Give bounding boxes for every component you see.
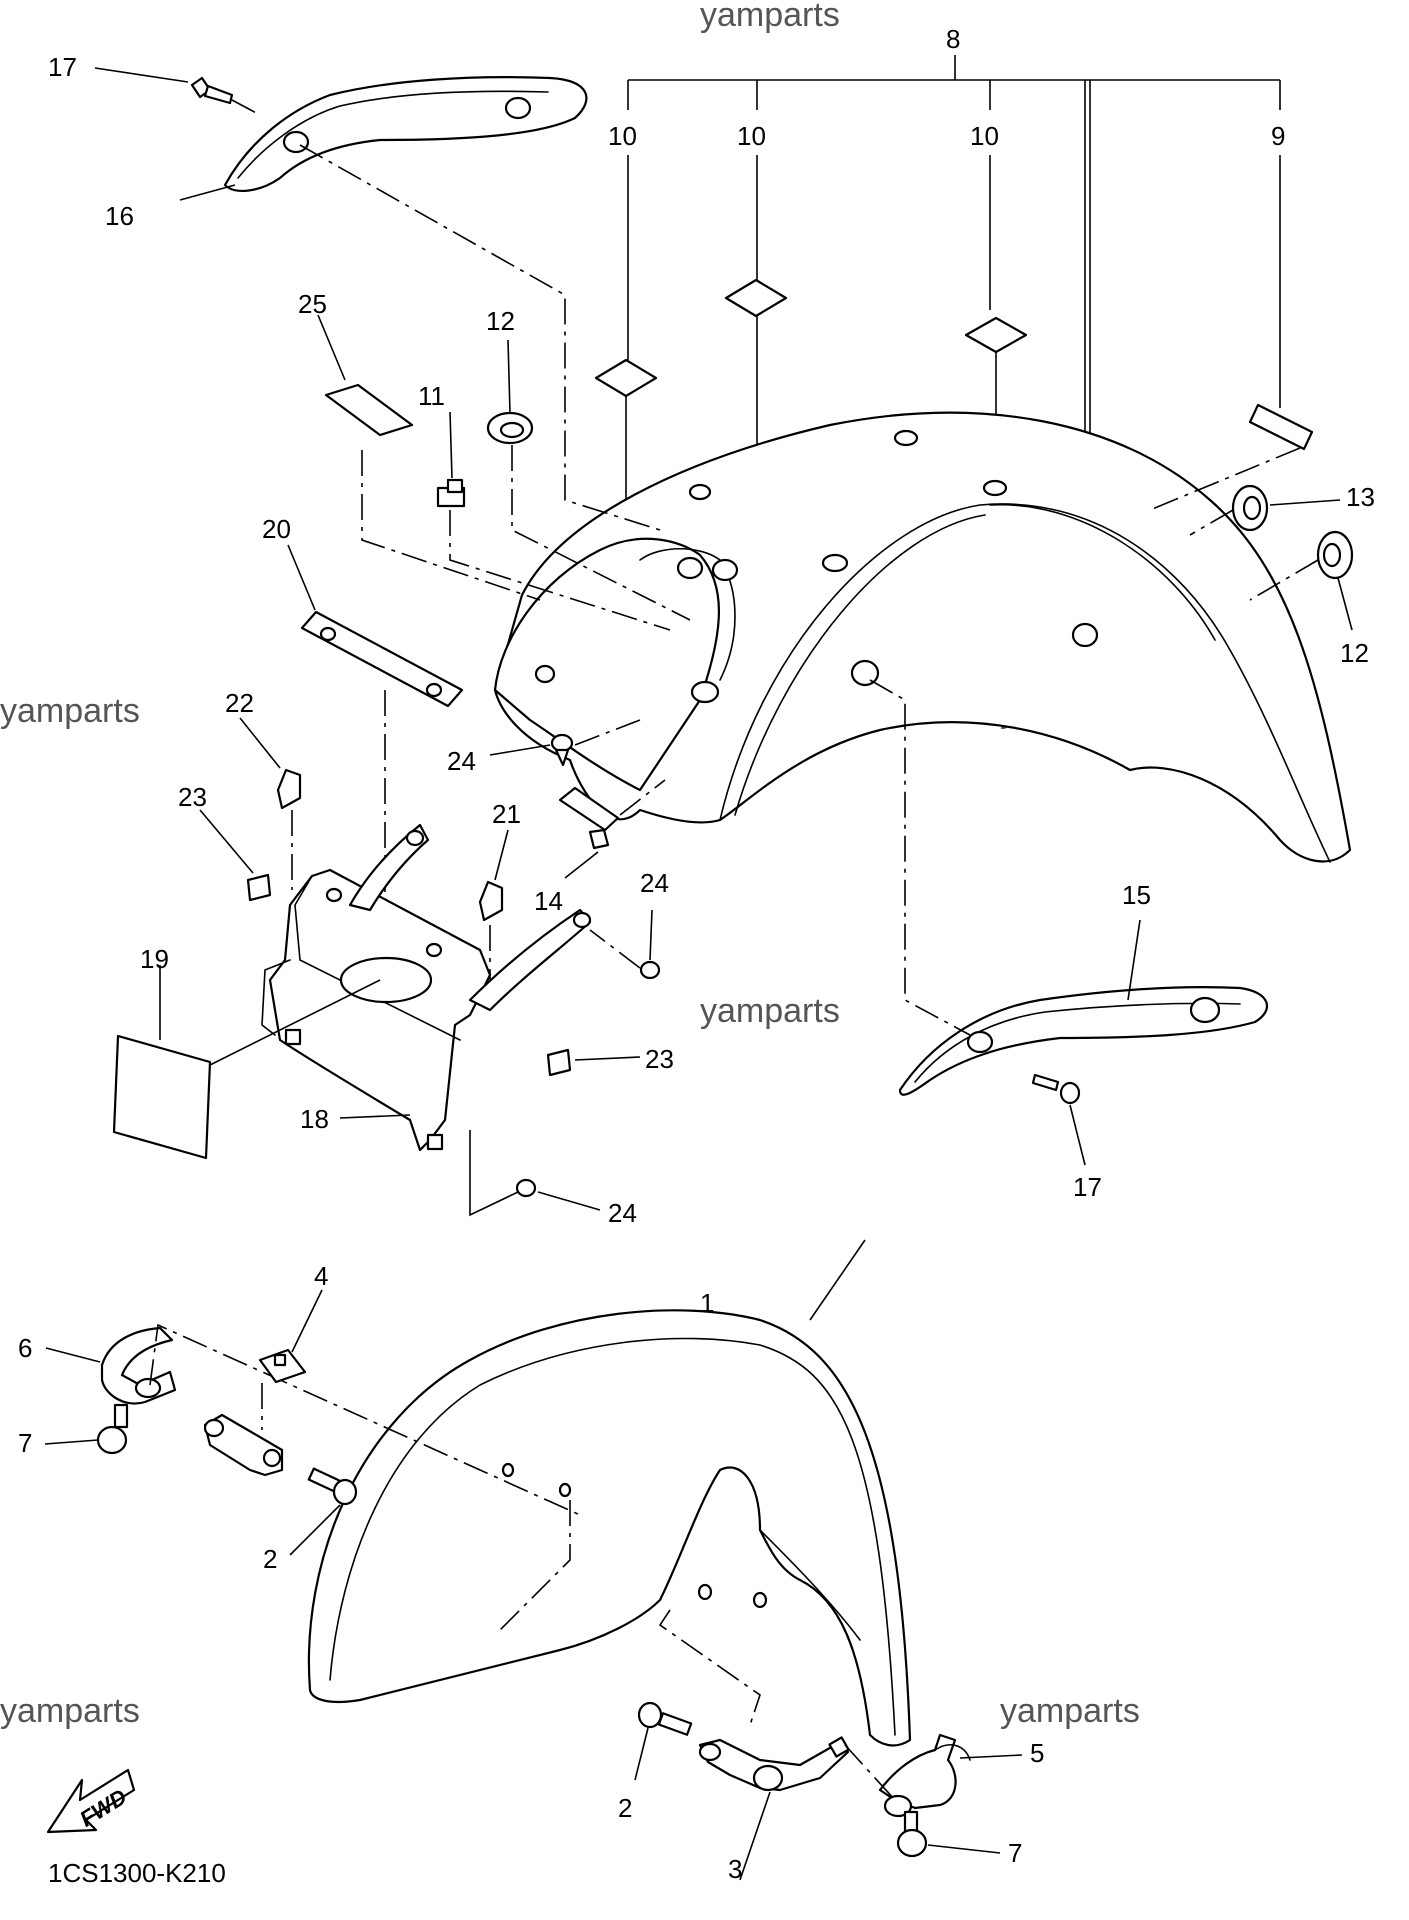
callout-20: 20 [262,514,291,544]
callout-12: 12 [486,306,515,336]
callout-12: 12 [1340,638,1369,668]
fastener-24-right [589,909,661,980]
callout-19: 19 [140,944,169,974]
diagram-code: 1CS1300-K210 [48,1858,226,1888]
watermark: yamparts [0,692,140,730]
callout-3: 3 [728,1854,742,1884]
callout-24: 24 [608,1198,637,1228]
bracket-18 [261,823,592,1152]
stay-3 [698,1736,850,1881]
clip-21 [478,829,509,1000]
callout-13: 13 [1346,482,1375,512]
callout-25: 25 [298,289,327,319]
callout-24: 24 [447,746,476,776]
fastener-24-mid [489,719,641,767]
stay-left [203,1413,284,1477]
decal-9 [1248,403,1314,451]
callout-24: 24 [640,868,669,898]
bolt-7-right [896,1810,1001,1858]
decal-set-bracket [627,55,1281,470]
callout-22: 22 [225,688,254,718]
clamp-5 [844,1733,1023,1818]
callout-11: 11 [418,381,445,411]
watermark: yamparts [700,992,840,1030]
callout-10: 10 [608,121,637,151]
callout-10: 10 [970,121,999,151]
pad-23-right [546,1048,641,1077]
callout-7: 7 [18,1428,32,1458]
callout-21: 21 [492,799,521,829]
clip-14 [558,779,666,879]
bolt-7-left [44,1403,129,1455]
decal-10-a [594,358,658,530]
plate-20 [287,544,464,950]
grommet-13 [1189,484,1341,536]
callout-4: 4 [314,1261,328,1291]
watermark: yamparts [700,0,840,34]
bolt-2-left [289,1467,358,1556]
decal-9-leader [1149,447,1301,511]
grommet-12-right [1249,530,1354,631]
decal-10-b [724,278,788,465]
reflector-19 [112,965,381,1160]
callout-7: 7 [1008,1838,1022,1868]
callout-8: 8 [946,24,960,54]
callout-9: 9 [1271,121,1285,151]
callout-17: 17 [1073,1172,1102,1202]
bolt-2-right [634,1701,693,1781]
callout-14: 14 [534,886,563,916]
front-fender [307,1239,912,1747]
callout-10: 10 [737,121,766,151]
fastener-24-bottom [469,1130,601,1217]
callout-2: 2 [618,1793,632,1823]
bolt-17-right [1031,1073,1086,1166]
label-25 [317,314,541,601]
callout-16: 16 [105,201,134,231]
clip-4 [258,1289,323,1430]
callout-6: 6 [18,1333,32,1363]
grommet-12-top [486,339,691,621]
side-cover-15 [869,679,1268,1096]
callout-18: 18 [300,1104,329,1134]
bolt-17-top [94,67,261,116]
callout-1: 1 [700,1288,714,1318]
cover-16-leader [299,144,661,531]
pad-23-left [199,809,272,902]
callout-15: 15 [1122,880,1151,910]
fwd-arrow-icon: FWD [46,1768,136,1834]
rear-fender [493,411,1352,863]
watermark: yamparts [0,1692,140,1730]
clamp-6 [45,1323,581,1516]
callout-5: 5 [1030,1738,1044,1768]
callout-17: 17 [48,52,77,82]
callout-2: 2 [263,1544,277,1574]
callout-23: 23 [178,782,207,812]
callout-labels: 1 2 2 3 4 5 6 7 7 8 9 10 10 10 11 12 12 … [18,24,1375,1884]
watermark: yamparts [1000,1692,1140,1730]
callout-23: 23 [645,1044,674,1074]
switch-11 [436,411,671,631]
side-cover-16 [179,76,588,201]
clip-22 [239,717,302,890]
